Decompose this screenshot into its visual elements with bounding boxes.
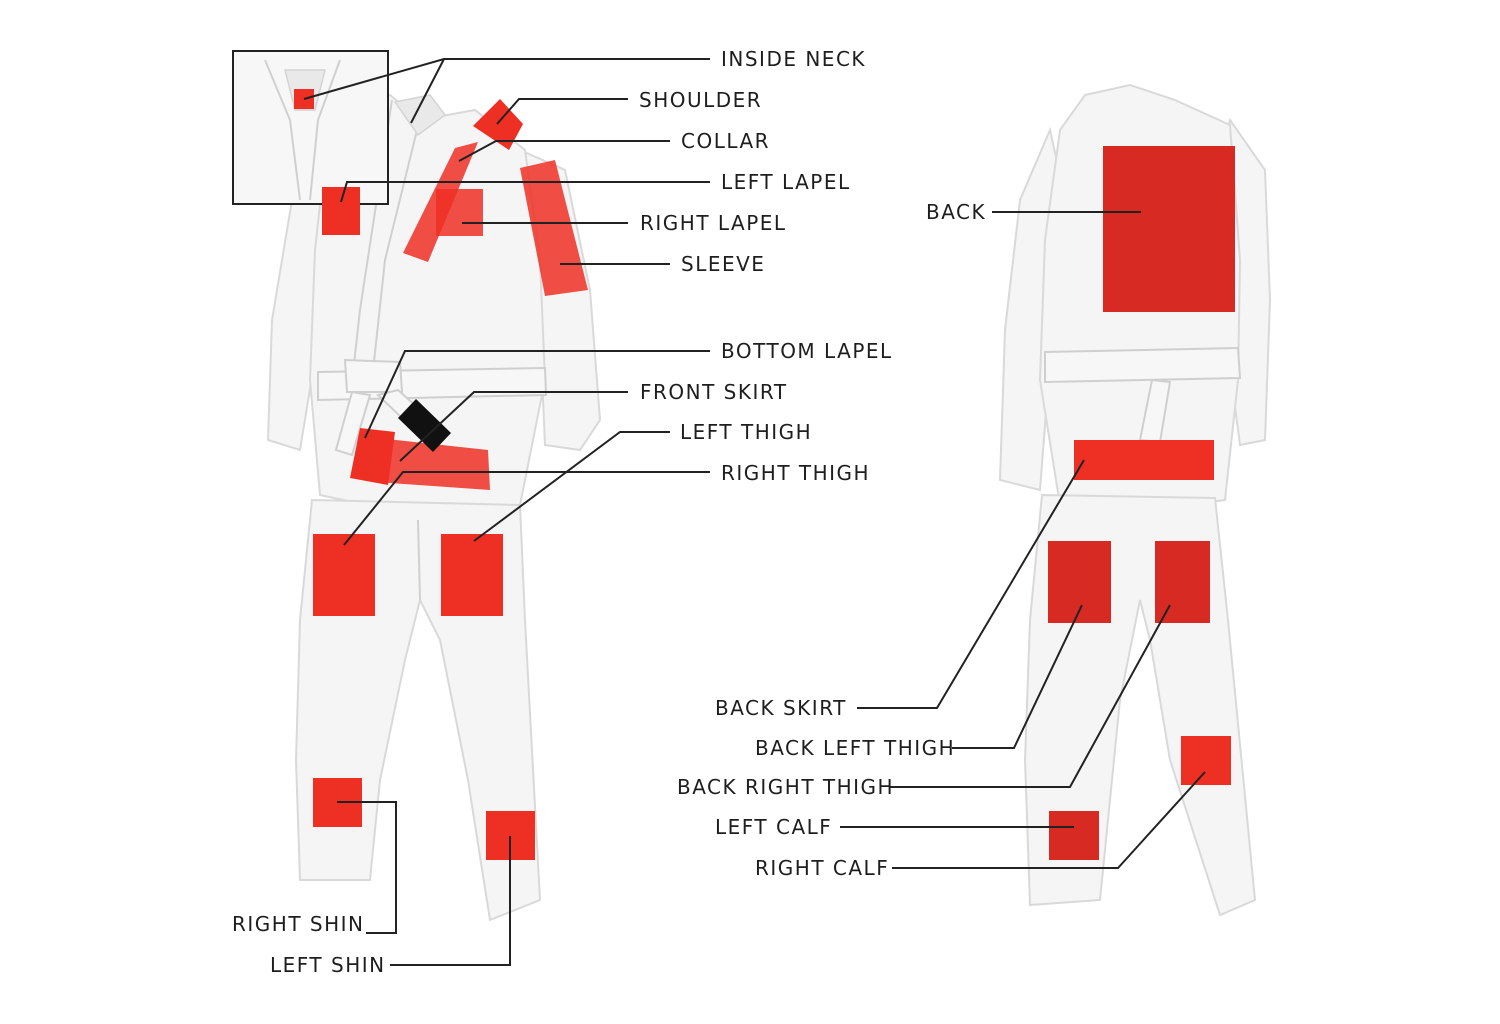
label-front-skirt: FRONT SKIRT <box>640 380 788 404</box>
leader-right-thigh <box>343 471 710 546</box>
leader-collar <box>458 140 670 162</box>
leader-lines <box>303 58 1206 966</box>
left-calf-patch <box>1049 811 1099 860</box>
right-calf-patch <box>1181 736 1231 785</box>
belt-bar <box>398 399 451 452</box>
left-thigh-patch <box>313 534 375 616</box>
front-skirt-patch <box>375 438 490 490</box>
inset-collar-left <box>264 59 301 201</box>
leader-front-skirt <box>399 391 628 462</box>
back-gi-belt <box>1044 346 1242 384</box>
inside-neck-inset <box>232 50 389 205</box>
label-back-left-thigh: BACK LEFT THIGH <box>755 736 955 760</box>
leader-inside-neck-2 <box>410 58 445 124</box>
label-left-calf: LEFT CALF <box>715 815 832 839</box>
label-left-shin: LEFT SHIN <box>270 953 386 977</box>
sleeve-patch <box>520 160 588 296</box>
label-sleeve: SLEEVE <box>681 252 765 276</box>
label-inside-neck: INSIDE NECK <box>721 47 866 71</box>
label-back-right-thigh: BACK RIGHT THIGH <box>677 775 894 799</box>
label-back: BACK <box>926 200 986 224</box>
label-left-thigh: LEFT THIGH <box>680 420 812 444</box>
label-collar: COLLAR <box>681 129 770 153</box>
front-gi-pants-crease <box>417 519 421 601</box>
leader-right-shin <box>337 801 397 934</box>
leader-left-shin <box>390 836 511 966</box>
leader-right-calf <box>892 771 1206 869</box>
leader-back-right-thigh <box>890 604 1171 788</box>
label-bottom-lapel: BOTTOM LAPEL <box>721 339 893 363</box>
label-right-shin: RIGHT SHIN <box>232 912 365 936</box>
left-lapel-patch <box>322 187 360 235</box>
label-back-skirt: BACK SKIRT <box>715 696 847 720</box>
label-left-lapel: LEFT LAPEL <box>721 170 851 194</box>
inset-collar-right <box>309 59 341 201</box>
leader-left-thigh <box>473 431 670 542</box>
shoulder-patch <box>473 99 523 150</box>
right-thigh-patch <box>441 534 503 616</box>
collar-patch <box>403 142 478 262</box>
labels: INSIDE NECK SHOULDER COLLAR LEFT LAPEL R… <box>232 47 986 977</box>
label-shoulder: SHOULDER <box>639 88 762 112</box>
back-skirt-patch <box>1074 440 1214 480</box>
front-gi-belt-knot <box>343 358 404 393</box>
leader-left-lapel <box>340 181 710 203</box>
back-patches <box>1048 146 1235 860</box>
back-patch <box>1103 146 1235 312</box>
leader-back-skirt <box>857 459 1085 709</box>
back-right-thigh-patch <box>1155 541 1210 623</box>
leader-shoulder <box>496 98 628 125</box>
leader-back-left-thigh <box>952 604 1083 749</box>
label-right-lapel: RIGHT LAPEL <box>640 211 787 235</box>
front-gi-belt-tail-1 <box>334 390 372 457</box>
front-gi-inside-neck <box>393 94 447 137</box>
label-right-calf: RIGHT CALF <box>755 856 889 880</box>
leader-bottom-lapel <box>364 350 710 439</box>
front-patches <box>294 89 588 860</box>
label-right-thigh: RIGHT THIGH <box>721 461 870 485</box>
front-gi-lapel-line-2 <box>371 117 421 381</box>
